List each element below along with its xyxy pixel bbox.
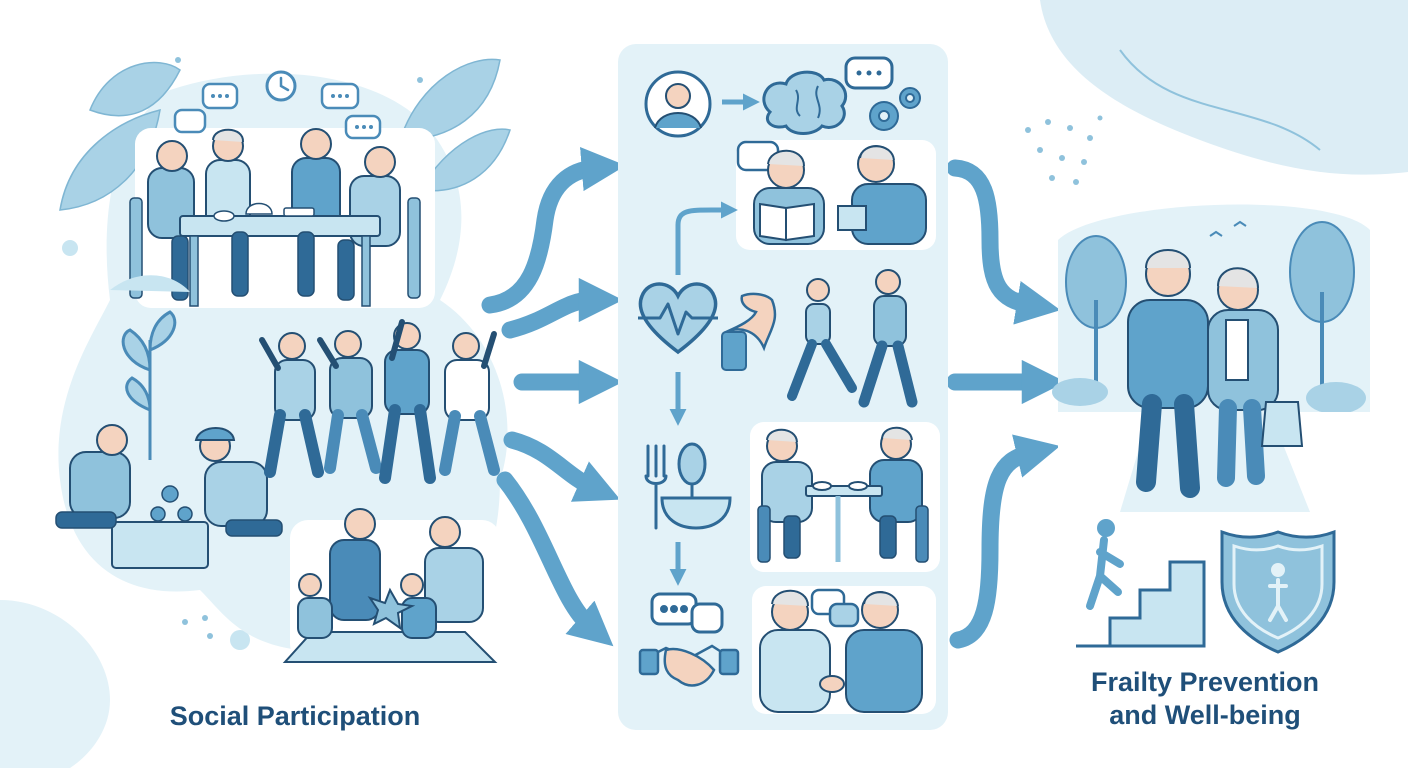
speech-bubble-icon [844, 56, 894, 90]
outcome-label-line1: Frailty Prevention [1090, 667, 1320, 697]
heart-pulse-icon [638, 282, 718, 355]
outcome-cluster [1052, 204, 1370, 654]
walking-running-scene [787, 269, 918, 408]
craft-with-children-scene [282, 508, 500, 663]
mechanisms-panel [618, 44, 948, 730]
flow-arrows-left [481, 147, 626, 647]
gardening-scene [55, 275, 283, 569]
nutrition-row [644, 422, 940, 572]
physical-activity-row [638, 269, 918, 408]
stairs-climbing-icon [1076, 519, 1206, 648]
brain-icon [762, 70, 848, 135]
outcome-label-line2: and Well-being [1109, 700, 1301, 730]
table-conversation-scene [129, 70, 435, 308]
walking-couple [1127, 249, 1304, 498]
greeting-scene [752, 586, 936, 714]
muscle-arm-icon [721, 292, 777, 371]
clock-icon [265, 70, 297, 102]
outcome-label: Frailty Prevention and Well-being [1060, 666, 1350, 732]
person-icon [644, 70, 712, 138]
shield-person-icon [1220, 529, 1336, 654]
reading-puzzle-scene [736, 140, 936, 250]
social-support-row [638, 586, 936, 714]
group-exercise-scene [259, 319, 500, 484]
fork-spoon-bowl-icon [644, 442, 732, 530]
park-trees [1052, 221, 1366, 414]
chat-bubbles-icon [650, 592, 724, 634]
cognitive-stimulation-row [644, 56, 936, 250]
leaf-decor [59, 58, 511, 211]
gear-icon [869, 87, 921, 131]
connector-heart-to-cognition [675, 201, 738, 275]
flow-arrows-right [946, 159, 1066, 649]
shared-meal-scene [750, 422, 940, 572]
handshake-icon [638, 644, 740, 687]
social-participation-label: Social Participation [169, 701, 421, 731]
social-participation-cluster [55, 58, 511, 663]
